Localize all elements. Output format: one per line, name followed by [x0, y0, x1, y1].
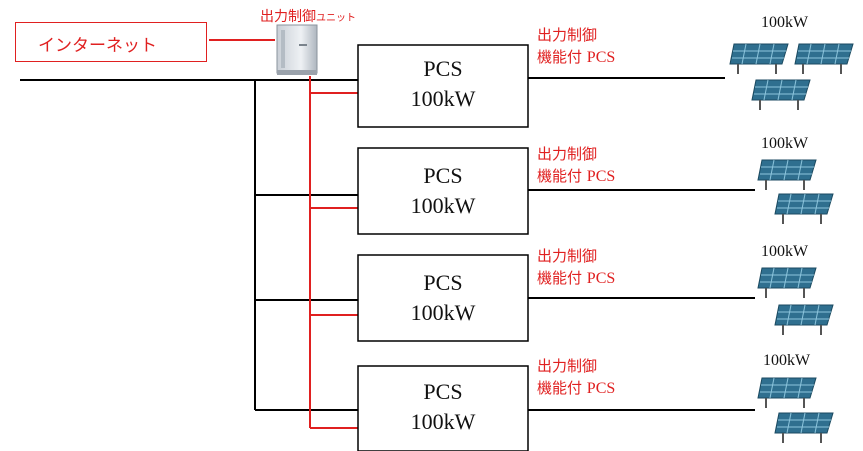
solar-array-3-icon — [757, 267, 834, 336]
pcs-label-1: PCS 100kW — [358, 54, 528, 114]
solar-array-1-icon — [729, 43, 854, 111]
internet-box: インターネット — [15, 22, 207, 62]
array-capacity-4: 100kW — [763, 352, 811, 369]
caption-line1: 出力制御 — [537, 247, 598, 265]
caption-pcs: PCS — [586, 49, 616, 66]
caption-line1: 出力制御 — [537, 357, 598, 375]
pcs-title: PCS — [423, 56, 463, 81]
pcs-capacity: 100kW — [410, 409, 476, 434]
pcs-label-4: PCS 100kW — [358, 377, 528, 437]
control-unit-label: 出力制御ユニット — [260, 6, 356, 26]
pcs-capacity: 100kW — [410, 193, 476, 218]
caption-pcs: PCS — [586, 270, 616, 287]
pcs-caption-1: 出力制御 機能付 PCS — [537, 24, 615, 69]
caption-pcs: PCS — [586, 380, 616, 397]
pcs-title: PCS — [423, 270, 463, 295]
caption-pcs: PCS — [586, 168, 616, 185]
pcs-box-4 — [357, 365, 529, 451]
pcs-box-1 — [357, 44, 529, 128]
caption-line2: 機能付 — [537, 379, 583, 397]
pcs-caption-4: 出力制御 機能付 PCS — [537, 355, 615, 400]
caption-line2: 機能付 — [537, 167, 583, 185]
array-capacity-3: 100kW — [761, 243, 809, 260]
caption-line2: 機能付 — [537, 48, 583, 66]
solar-array-2-icon — [757, 159, 834, 225]
pcs-box-2 — [357, 147, 529, 235]
caption-line2: 機能付 — [537, 269, 583, 287]
pcs-title: PCS — [423, 163, 463, 188]
array-capacity-2: 100kW — [761, 135, 809, 152]
pcs-caption-2: 出力制御 機能付 PCS — [537, 143, 615, 188]
pcs-title: PCS — [423, 379, 463, 404]
caption-line1: 出力制御 — [537, 26, 598, 44]
pcs-box-3 — [357, 254, 529, 342]
pcs-capacity: 100kW — [410, 300, 476, 325]
control-unit-label-small: ユニット — [316, 13, 356, 24]
solar-array-4-icon — [757, 377, 834, 444]
control-cabinet-icon — [276, 24, 318, 75]
pcs-caption-3: 出力制御 機能付 PCS — [537, 245, 615, 290]
internet-label: インターネット — [38, 36, 157, 56]
control-unit-label-main: 出力制御 — [260, 9, 316, 25]
pcs-label-3: PCS 100kW — [358, 268, 528, 328]
pcs-label-2: PCS 100kW — [358, 161, 528, 221]
array-capacity-1: 100kW — [761, 14, 809, 31]
caption-line1: 出力制御 — [537, 145, 598, 163]
pcs-capacity: 100kW — [410, 86, 476, 111]
